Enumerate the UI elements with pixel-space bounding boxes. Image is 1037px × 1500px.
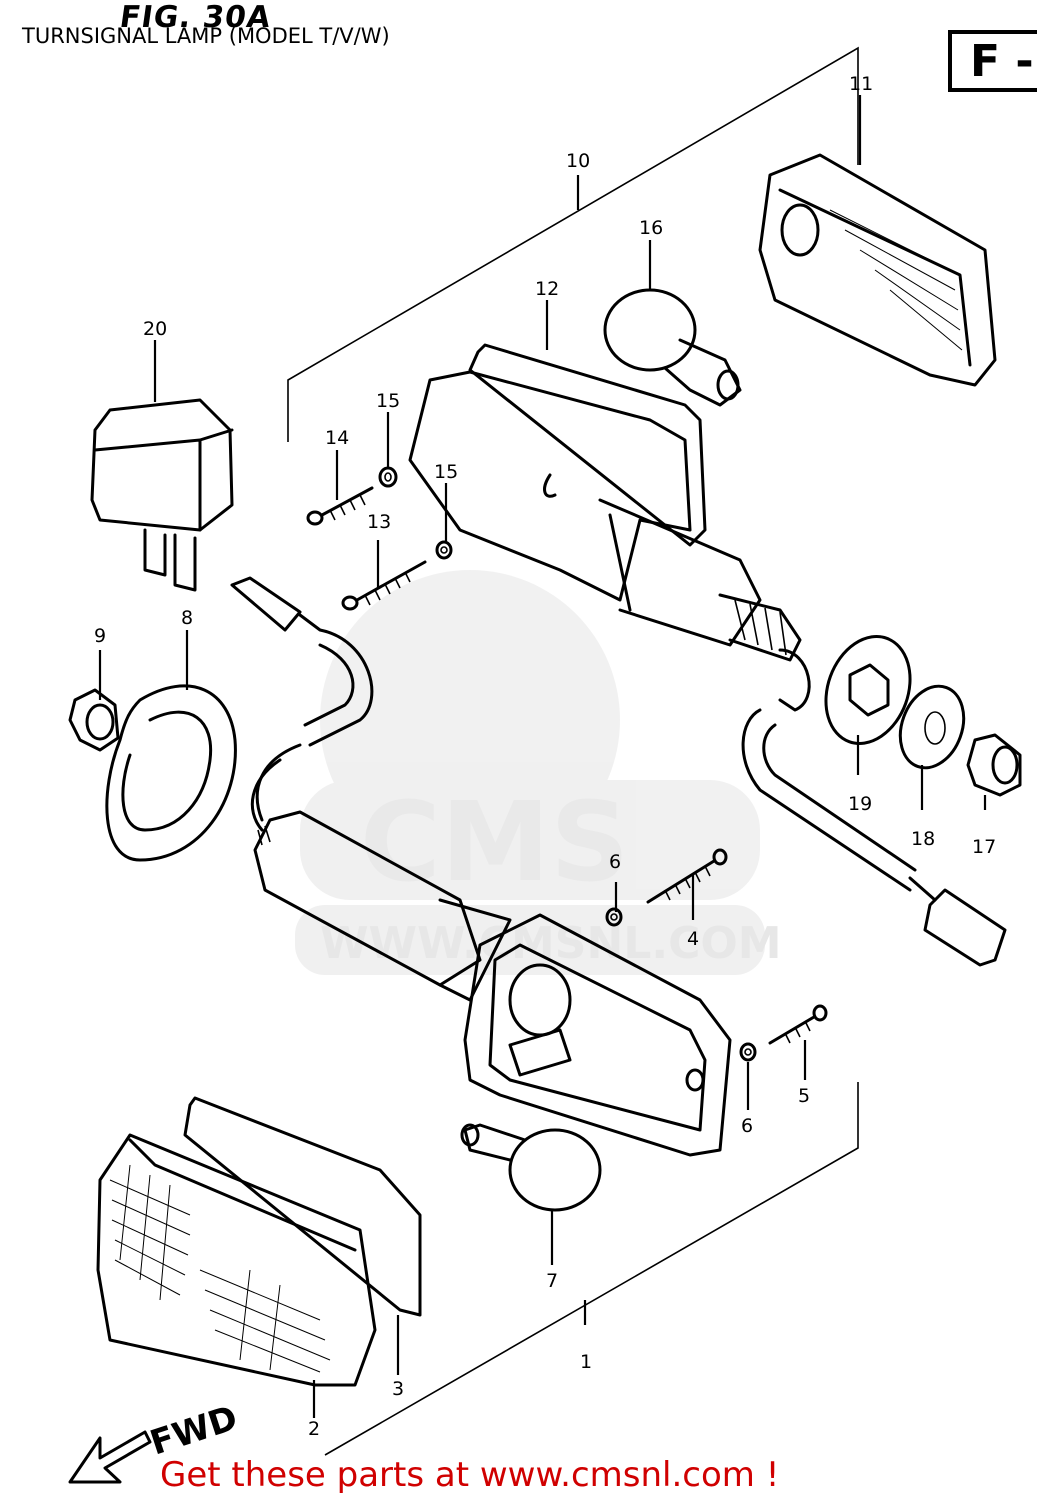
part-17-cap-nut — [966, 733, 1022, 797]
part-11-lens-upper — [758, 153, 997, 387]
callout-17: 17 — [972, 836, 996, 858]
callout-16: 16 — [639, 217, 663, 239]
assembly-bracket-10 — [287, 46, 859, 442]
callout-15-a: 15 — [376, 390, 400, 412]
part-5-screw — [768, 1004, 828, 1045]
figure-title: TURNSIGNAL LAMP (MODEL T/V/W) — [22, 24, 390, 48]
callout-14: 14 — [325, 427, 349, 449]
part-6-washer-b — [739, 1042, 757, 1062]
lower-housing — [253, 810, 732, 1157]
part-7-bulb-lower — [460, 1123, 602, 1212]
callout-2: 2 — [308, 1418, 320, 1440]
callout-numbers: 1 2 3 4 5 6 6 7 8 9 10 11 12 13 14 15 15… — [94, 73, 996, 1440]
part-3-gasket-lower — [183, 1096, 422, 1317]
callout-10: 10 — [566, 150, 590, 172]
fwd-label: FWD — [145, 1398, 242, 1464]
footer-cta-link[interactable]: Get these parts at www.cmsnl.com ! — [160, 1455, 780, 1495]
fwd-arrow-icon — [68, 1430, 152, 1484]
part-18-washer — [898, 684, 966, 770]
part-14-screw — [306, 486, 374, 526]
part-8-gasket-ring — [105, 684, 237, 862]
callout-18: 18 — [911, 828, 935, 850]
callout-6-b: 6 — [741, 1115, 753, 1137]
callout-4: 4 — [687, 928, 699, 950]
part-19-nut-plate — [824, 635, 912, 745]
part-2-lens-lower — [96, 1133, 377, 1387]
wire-harness-left — [230, 576, 374, 832]
callout-11: 11 — [849, 73, 873, 95]
part-4-screw — [646, 848, 728, 904]
callout-12: 12 — [535, 278, 559, 300]
section-tag-label: F - — [970, 36, 1034, 87]
callout-20: 20 — [143, 318, 167, 340]
part-6-washer-a — [605, 907, 623, 927]
callout-3: 3 — [392, 1378, 404, 1400]
part-13-screw — [341, 560, 427, 611]
part-20-relay — [90, 398, 234, 592]
wire-harness-right — [741, 708, 1007, 967]
watermark-logo: CMS WWW.CMSNL.COM — [295, 570, 782, 975]
callout-7: 7 — [546, 1270, 558, 1292]
callout-9: 9 — [94, 625, 106, 647]
section-tag: F - — [948, 30, 1037, 92]
part-15-washer-a — [378, 466, 398, 488]
callout-15-b: 15 — [434, 461, 458, 483]
part-12-gasket-upper — [468, 343, 707, 547]
callout-8: 8 — [181, 607, 193, 629]
leader-lines — [98, 95, 987, 1418]
callout-19: 19 — [848, 793, 872, 815]
upper-housing — [408, 370, 811, 712]
part-15-washer-b — [435, 540, 453, 560]
callout-13: 13 — [367, 511, 391, 533]
part-9-nut — [68, 688, 120, 752]
assembly-bracket-1 — [324, 1082, 859, 1456]
callout-6-a: 6 — [609, 851, 621, 873]
svg-text:CMS: CMS — [360, 778, 629, 906]
callout-1: 1 — [580, 1351, 592, 1373]
callout-5: 5 — [798, 1085, 810, 1107]
